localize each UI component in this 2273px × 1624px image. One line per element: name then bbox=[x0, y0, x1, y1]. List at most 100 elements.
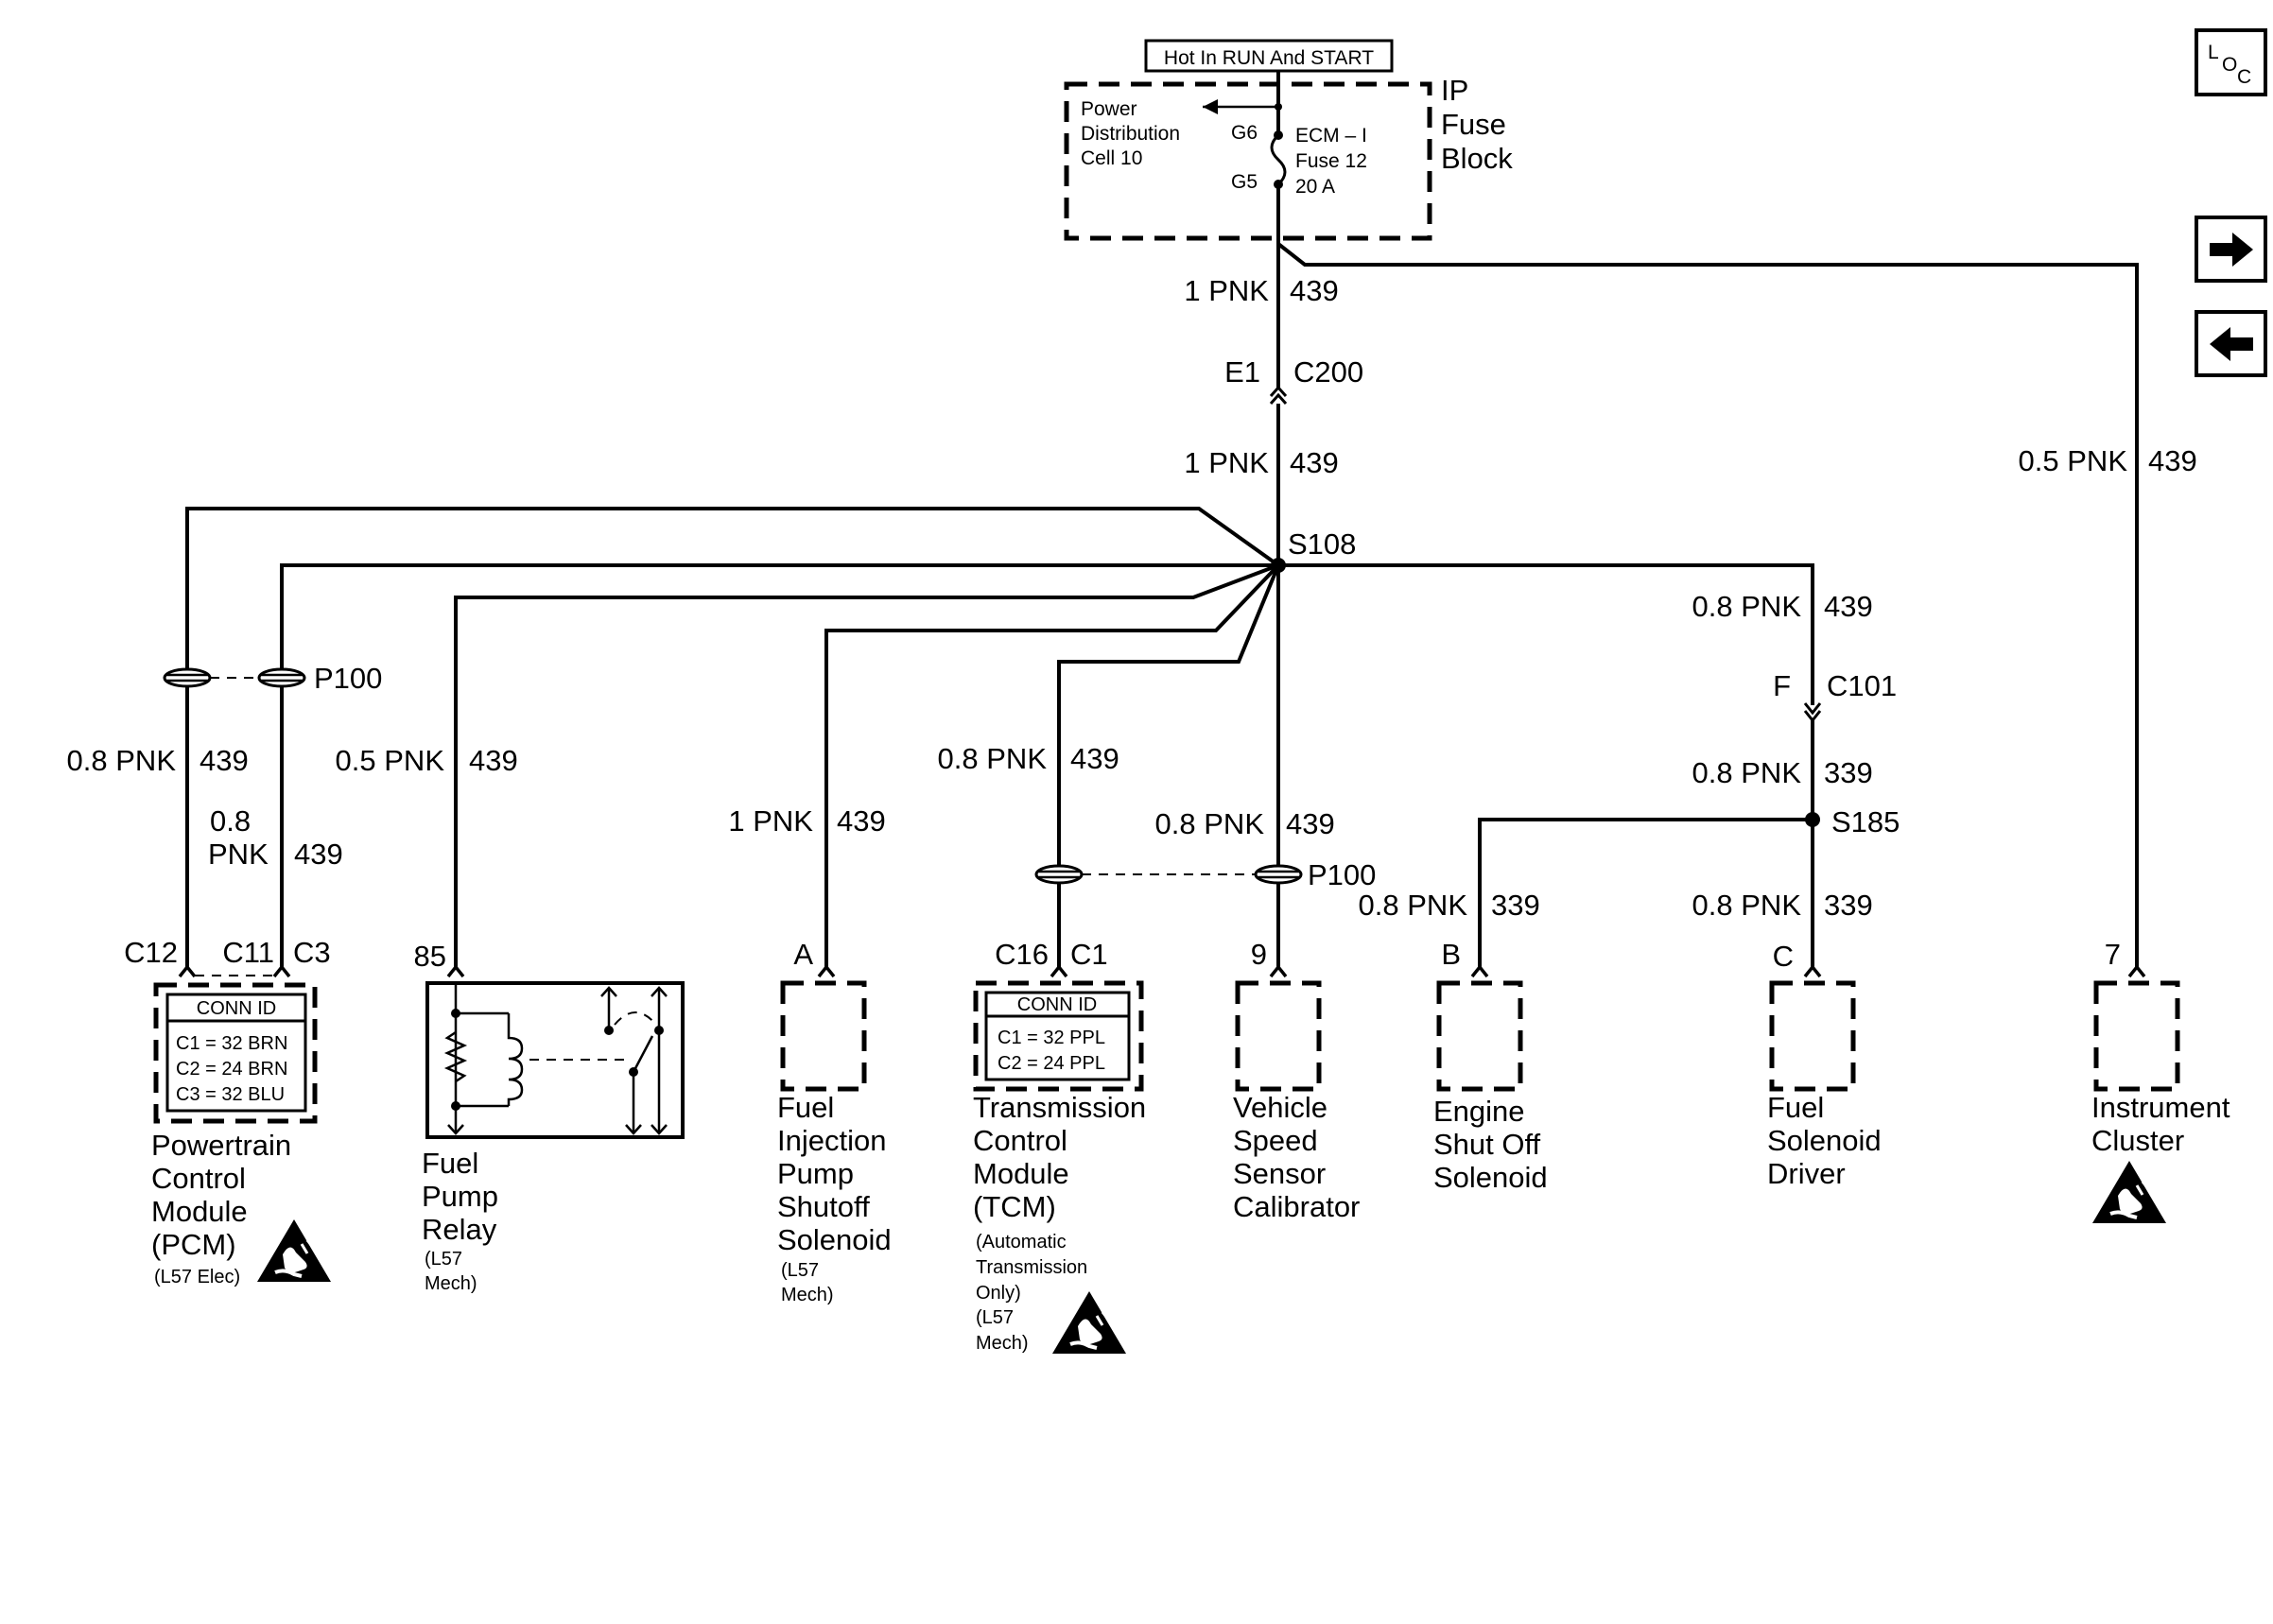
svg-text:(Automatic: (Automatic bbox=[976, 1232, 1067, 1253]
svg-text:20 A: 20 A bbox=[1295, 176, 1335, 198]
svg-text:(TCM): (TCM) bbox=[973, 1190, 1056, 1223]
svg-text:Speed: Speed bbox=[1233, 1124, 1318, 1157]
svg-text:0.8 PNK: 0.8 PNK bbox=[938, 742, 1048, 775]
svg-text:(PCM): (PCM) bbox=[151, 1228, 236, 1261]
inline-connector bbox=[1034, 864, 1084, 885]
svg-text:Driver: Driver bbox=[1767, 1157, 1846, 1190]
svg-text:339: 339 bbox=[1824, 756, 1873, 789]
pin-a: A bbox=[793, 938, 813, 971]
connector-c101-label: C101 bbox=[1827, 669, 1897, 702]
pcm-component: CONN ID C1 = 32 BRN C2 = 24 BRN C3 = 32 … bbox=[153, 982, 318, 1124]
svg-text:C2 = 24 BRN: C2 = 24 BRN bbox=[176, 1059, 287, 1080]
svg-text:0.8 PNK: 0.8 PNK bbox=[1155, 807, 1265, 840]
pin-b: B bbox=[1441, 938, 1461, 971]
svg-text:439: 439 bbox=[837, 804, 886, 838]
instrument-cluster bbox=[2093, 980, 2180, 1092]
svg-text:0.8 PNK: 0.8 PNK bbox=[1692, 756, 1802, 789]
svg-text:Solenoid: Solenoid bbox=[1433, 1161, 1548, 1194]
svg-text:1 PNK: 1 PNK bbox=[1184, 446, 1269, 479]
svg-text:O: O bbox=[2222, 54, 2237, 76]
fuse-icon bbox=[1270, 133, 1287, 186]
svg-text:Block: Block bbox=[1441, 142, 1513, 175]
ip-fuse-block bbox=[1064, 81, 1432, 241]
pin-85: 85 bbox=[414, 940, 446, 973]
fuel-pump-relay-label: Fuel bbox=[422, 1147, 478, 1180]
pin-f: F bbox=[1773, 669, 1791, 702]
back-button[interactable] bbox=[2195, 310, 2267, 377]
arrow-left-icon bbox=[2210, 327, 2253, 361]
svg-text:0.8 PNK: 0.8 PNK bbox=[1692, 590, 1802, 623]
fuel-solenoid-driver-label: Fuel bbox=[1767, 1091, 1824, 1124]
svg-text:Relay: Relay bbox=[422, 1213, 497, 1246]
esd-sensitive-icon bbox=[255, 1218, 333, 1284]
svg-text:Cell 10: Cell 10 bbox=[1081, 147, 1142, 169]
relay-coil-icon bbox=[507, 1013, 524, 1106]
esd-sensitive-icon bbox=[1050, 1289, 1128, 1356]
svg-text:CONN ID: CONN ID bbox=[1017, 994, 1097, 1015]
svg-text:C: C bbox=[2237, 66, 2251, 88]
fuel-solenoid-driver bbox=[1769, 980, 1856, 1092]
svg-text:0.8 PNK: 0.8 PNK bbox=[1359, 889, 1468, 922]
svg-text:1 PNK: 1 PNK bbox=[728, 804, 813, 838]
connector-p100-label: P100 bbox=[1308, 858, 1376, 891]
svg-text:439: 439 bbox=[1286, 807, 1335, 840]
splice-s185-label: S185 bbox=[1831, 805, 1900, 838]
inline-connector bbox=[163, 667, 212, 688]
svg-text:Transmission: Transmission bbox=[976, 1257, 1087, 1278]
fuse-block-title: IP bbox=[1441, 74, 1468, 107]
svg-text:439: 439 bbox=[1070, 742, 1119, 775]
svg-text:Shut Off: Shut Off bbox=[1433, 1128, 1541, 1161]
fuel-injection-pump-label: Fuel bbox=[777, 1091, 834, 1124]
svg-text:0.8 PNK: 0.8 PNK bbox=[1692, 889, 1802, 922]
svg-text:Mech): Mech) bbox=[425, 1273, 477, 1294]
svg-text:339: 339 bbox=[1824, 889, 1873, 922]
svg-text:C3 = 32 BLU: C3 = 32 BLU bbox=[176, 1084, 285, 1105]
svg-text:Pump: Pump bbox=[422, 1180, 498, 1213]
svg-text:(L57: (L57 bbox=[425, 1249, 462, 1270]
svg-text:Module: Module bbox=[151, 1195, 248, 1228]
hot-label-box bbox=[1144, 39, 1394, 73]
svg-text:(L57 Elec): (L57 Elec) bbox=[154, 1267, 240, 1287]
pin-c3: C3 bbox=[293, 936, 331, 969]
arrow-left-icon bbox=[1203, 99, 1218, 114]
engine-shut-off-solenoid bbox=[1436, 980, 1523, 1092]
pin-7: 7 bbox=[2105, 938, 2121, 971]
svg-text:1 PNK: 1 PNK bbox=[1184, 274, 1269, 307]
svg-text:Fuse 12: Fuse 12 bbox=[1295, 150, 1367, 172]
instrument-cluster-label: Instrument bbox=[2091, 1091, 2230, 1124]
svg-text:CONN ID: CONN ID bbox=[197, 998, 276, 1019]
svg-text:L: L bbox=[2208, 42, 2219, 63]
connector-c200-label: C200 bbox=[1293, 355, 1363, 389]
vehicle-speed-sensor-calibrator bbox=[1235, 980, 1322, 1092]
pin-e1: E1 bbox=[1224, 355, 1260, 389]
svg-text:Sensor: Sensor bbox=[1233, 1157, 1326, 1190]
tcm-label: Transmission bbox=[973, 1091, 1146, 1124]
svg-text:Control: Control bbox=[151, 1162, 246, 1195]
vss-label: Vehicle bbox=[1233, 1091, 1327, 1124]
svg-text:0.8 PNK: 0.8 PNK bbox=[67, 744, 177, 777]
svg-text:Control: Control bbox=[973, 1124, 1067, 1157]
svg-text:Solenoid: Solenoid bbox=[1767, 1124, 1882, 1157]
tcm-component: CONN ID C1 = 32 PPL C2 = 24 PPL bbox=[973, 980, 1144, 1092]
forward-button[interactable] bbox=[2195, 216, 2267, 283]
svg-text:Calibrator: Calibrator bbox=[1233, 1190, 1360, 1223]
pin-c1: C1 bbox=[1070, 938, 1108, 971]
fuel-injection-pump-shutoff-solenoid bbox=[780, 980, 867, 1092]
loc-button[interactable]: L O C bbox=[2195, 28, 2267, 96]
svg-text:439: 439 bbox=[1290, 446, 1339, 479]
connector-c101 bbox=[1803, 702, 1822, 723]
pin-c16: C16 bbox=[995, 938, 1049, 971]
relay-switch-icon bbox=[632, 1035, 654, 1073]
svg-text:439: 439 bbox=[1824, 590, 1873, 623]
svg-text:439: 439 bbox=[469, 744, 518, 777]
pin-c12: C12 bbox=[124, 936, 178, 969]
svg-text:C2 = 24 PPL: C2 = 24 PPL bbox=[998, 1053, 1105, 1074]
splice-s108-label: S108 bbox=[1288, 527, 1356, 561]
svg-text:G6: G6 bbox=[1231, 122, 1258, 144]
svg-text:439: 439 bbox=[294, 838, 343, 871]
svg-text:Mech): Mech) bbox=[976, 1333, 1029, 1354]
svg-text:(L57: (L57 bbox=[976, 1307, 1014, 1328]
svg-text:Injection: Injection bbox=[777, 1124, 886, 1157]
inline-connector bbox=[1254, 864, 1303, 885]
